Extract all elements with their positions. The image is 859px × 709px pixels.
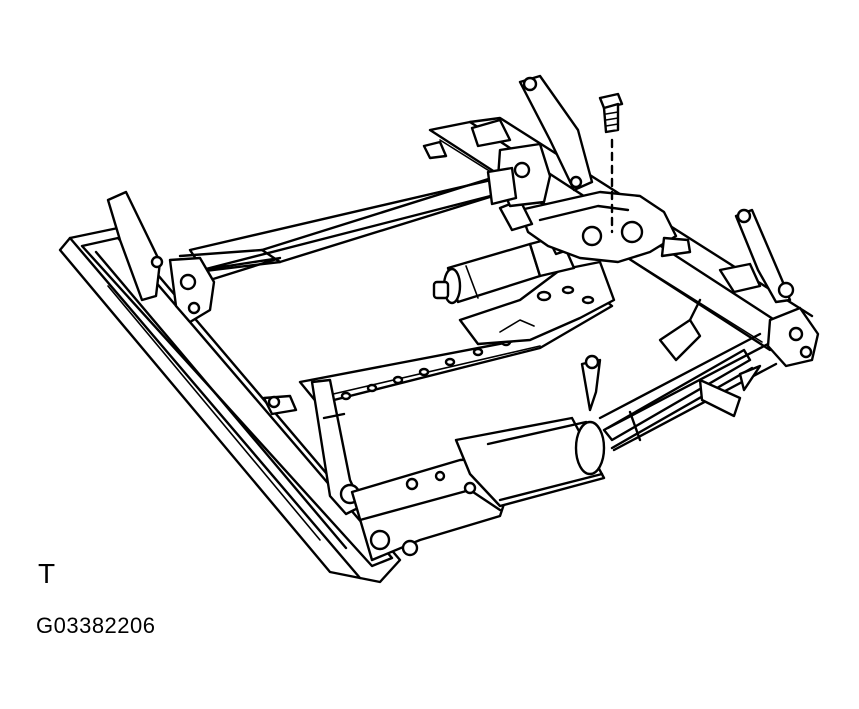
front-vertical-motor	[456, 350, 752, 506]
left-front-lift-link	[108, 192, 214, 322]
rear-motor-base-plate	[460, 262, 614, 344]
right-rear-end-bracket	[740, 308, 818, 390]
rear-tube-coupler	[424, 120, 516, 204]
left-seat-rail	[60, 228, 400, 582]
figure-code-label: G03382206	[36, 613, 156, 638]
right-front-lift-link	[720, 210, 793, 302]
view-code-label: T	[38, 558, 56, 589]
left-rear-lift-link	[264, 380, 362, 514]
gear-box-housing	[500, 192, 690, 262]
mounting-bolt	[600, 94, 622, 132]
right-rail-brackets	[582, 300, 740, 416]
